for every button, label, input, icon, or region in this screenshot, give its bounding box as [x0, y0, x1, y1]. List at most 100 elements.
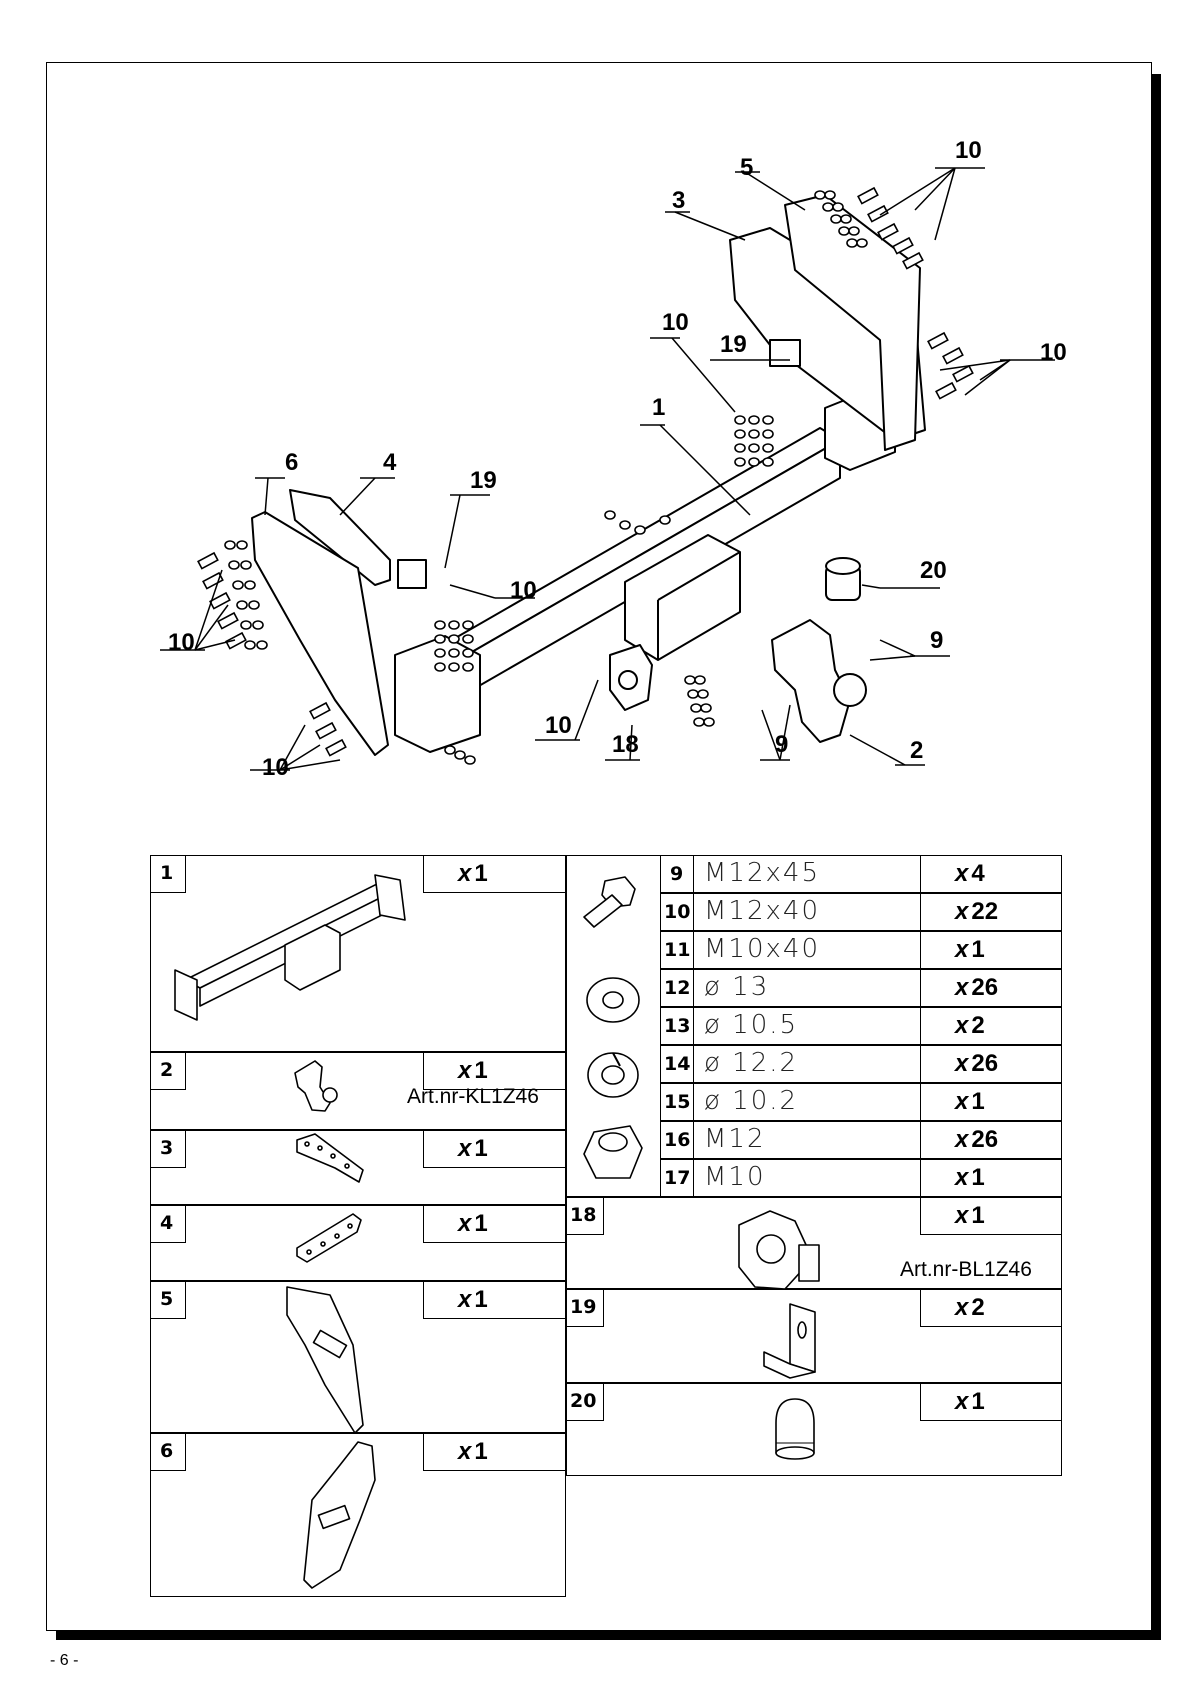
- part-number-box: 4: [150, 1205, 186, 1243]
- callout-label: 19: [720, 331, 747, 358]
- callout-label: 1: [652, 394, 665, 421]
- crossbar-thumbnail-part-1: [174, 874, 406, 1021]
- quantity-value: 22: [971, 898, 999, 925]
- hardware-number-box: 11: [660, 931, 694, 969]
- quantity-value: 1: [971, 936, 985, 963]
- cap-thumbnail-part-20: [775, 1398, 815, 1460]
- quantity-prefix: x: [458, 1438, 472, 1465]
- hardware-spec-box: M12: [693, 1121, 921, 1159]
- callout-label: 18: [612, 731, 639, 758]
- hardware-spec: M10: [704, 1162, 766, 1192]
- hardware-spec-box: M10x40: [693, 931, 921, 969]
- quantity-prefix: x: [955, 860, 969, 887]
- socket-plate-thumbnail-part-18: [738, 1210, 820, 1290]
- part-number: 20: [570, 1390, 597, 1412]
- hardware-number-box: 10: [660, 893, 694, 931]
- part-number-box: 5: [150, 1281, 186, 1319]
- hardware-number: 11: [664, 939, 691, 961]
- callout-label: 5: [740, 154, 753, 181]
- cap-part-20: [825, 557, 861, 601]
- quantity-prefix: x: [458, 1057, 472, 1084]
- callout-label: 10: [662, 309, 689, 336]
- hardware-number: 15: [664, 1091, 691, 1113]
- plate-thumbnail-part-5: [286, 1286, 364, 1434]
- quantity-value: 4: [971, 860, 985, 887]
- part-number-box: 20: [566, 1383, 604, 1421]
- part-number: 4: [160, 1212, 174, 1234]
- towball-part-2: [771, 619, 867, 743]
- quantity-value: 1: [971, 1388, 985, 1415]
- quantity-value: 1: [474, 1135, 488, 1162]
- hardware-spec: M12x40: [704, 896, 820, 926]
- part-number-box: 1: [150, 855, 186, 893]
- quantity-value: 1: [474, 1438, 488, 1465]
- quantity-prefix: x: [955, 1164, 969, 1191]
- washer-thumbnail: [586, 977, 640, 1023]
- callout-label: 10: [510, 577, 537, 604]
- quantity-prefix: x: [955, 1050, 969, 1077]
- quantity-prefix: x: [955, 1088, 969, 1115]
- plate-thumbnail-part-3: [296, 1133, 364, 1183]
- callout-label: 10: [955, 137, 982, 164]
- hardware-number-box: 14: [660, 1045, 694, 1083]
- page-number: - 6 -: [50, 1652, 79, 1669]
- hardware-number-box: 12: [660, 969, 694, 1007]
- callout-label: 19: [470, 467, 497, 494]
- quantity-prefix: x: [955, 1126, 969, 1153]
- article-number-part-18: Art.nr-BL1Z46: [900, 1258, 1032, 1281]
- quantity-value: 1: [474, 1057, 488, 1084]
- hardware-spec: ø 12.2: [704, 1048, 799, 1078]
- hardware-number: 10: [664, 901, 691, 923]
- part-number-box: 19: [566, 1289, 604, 1327]
- angle-bracket-part-19-right: [769, 339, 801, 367]
- bolt-thumbnail: [583, 876, 636, 928]
- lock-washer-thumbnail: [587, 1052, 639, 1098]
- quantity-prefix: x: [458, 1286, 472, 1313]
- callout-label: 3: [672, 187, 685, 214]
- quantity-prefix: x: [955, 1388, 969, 1415]
- hardware-number: 13: [664, 1015, 691, 1037]
- hardware-spec-box: ø 13: [693, 969, 921, 1007]
- plate-thumbnail-part-4: [296, 1213, 362, 1263]
- article-number-part-2: Art.nr-KL1Z46: [407, 1085, 539, 1108]
- callout-label: 20: [920, 557, 947, 584]
- quantity-value: 1: [971, 1088, 985, 1115]
- hardware-spec: ø 13: [704, 972, 770, 1002]
- part-number: 2: [160, 1059, 174, 1081]
- hardware-spec: ø 10.5: [704, 1010, 799, 1040]
- hardware-number-box: 15: [660, 1083, 694, 1121]
- hardware-spec-box: M12x40: [693, 893, 921, 931]
- hardware-spec-box: ø 10.2: [693, 1083, 921, 1121]
- quantity-value: 1: [971, 1202, 985, 1229]
- bracket-thumbnail-part-19: [763, 1303, 816, 1379]
- quantity-prefix: x: [955, 936, 969, 963]
- hardware-number: 14: [664, 1053, 691, 1075]
- hardware-number-box: 9: [660, 855, 694, 893]
- callout-label: 4: [383, 449, 397, 476]
- callout-label: 9: [775, 731, 788, 758]
